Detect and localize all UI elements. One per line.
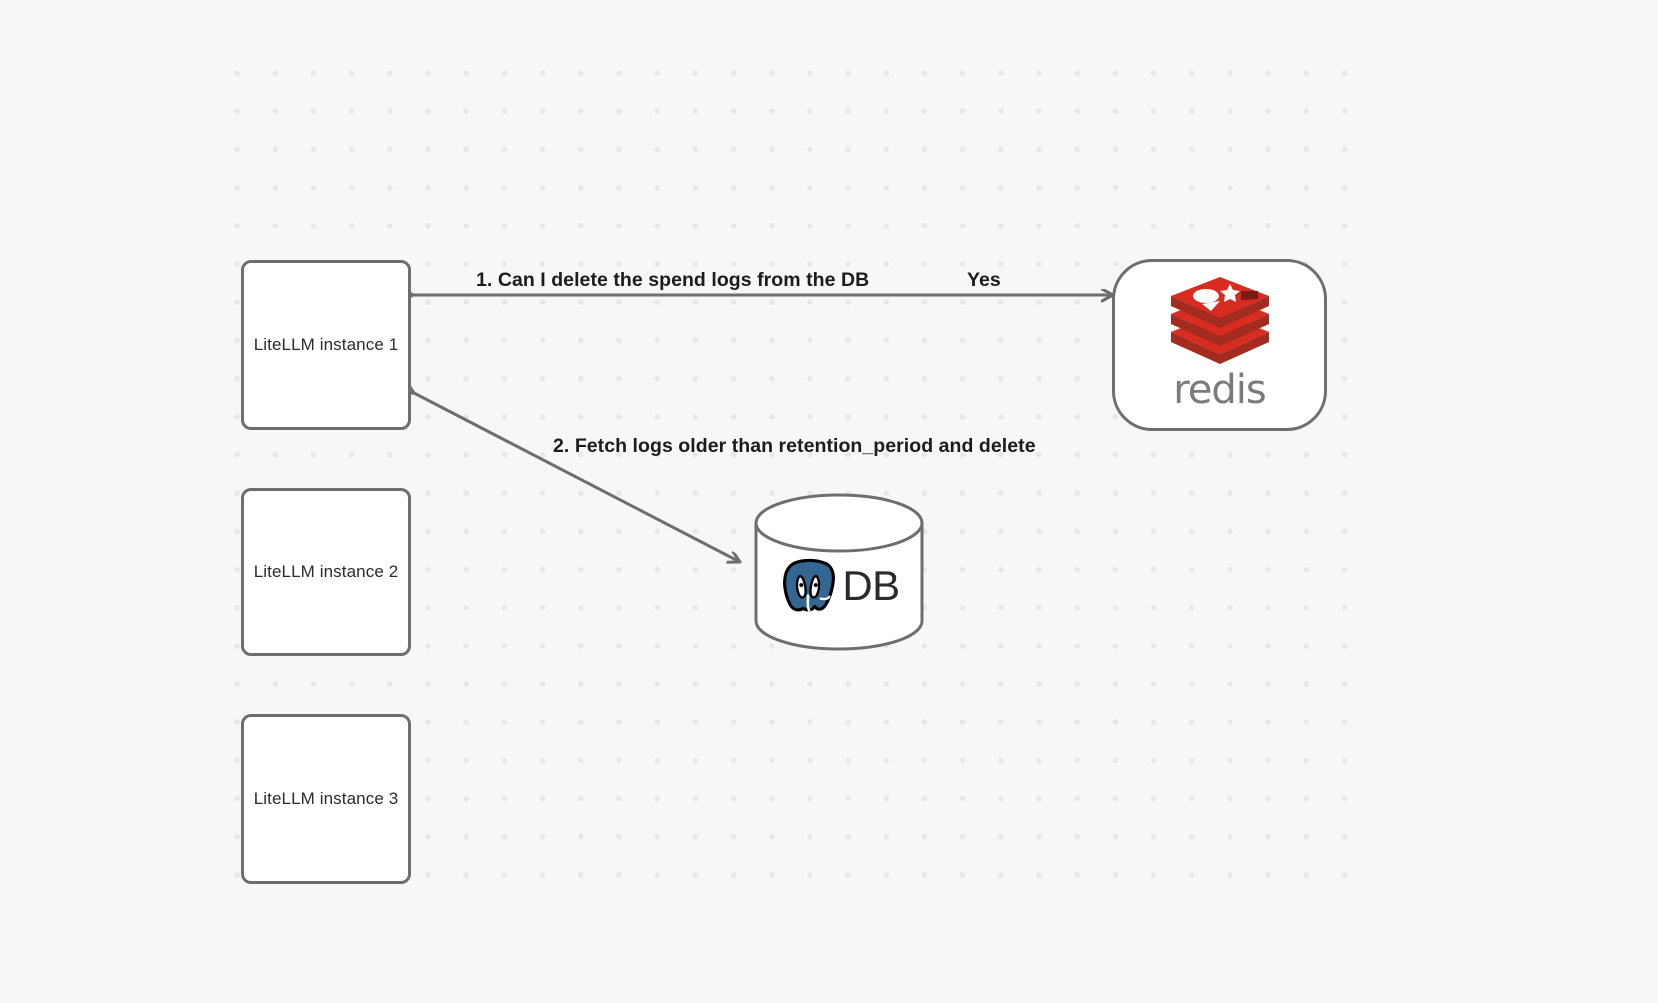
postgresql-elephant-icon [783,558,836,612]
edge-label-1: 1. Can I delete the spend logs from the … [476,269,870,291]
node-litellm-instance-2-label: LiteLLM instance 2 [253,562,399,581]
node-litellm-instance-1-label: LiteLLM instance 1 [253,335,399,354]
node-database[interactable]: DB [753,492,925,652]
database-label: DB [842,562,900,609]
node-litellm-instance-3-label: LiteLLM instance 3 [253,789,399,808]
edge-line-instance1-database [414,393,740,562]
edge-label-2: 2. Fetch logs older than retention_perio… [553,435,1036,457]
node-redis[interactable]: redis [1112,259,1327,431]
cylinder-shape [754,493,924,651]
edge-instance1-database [414,393,740,562]
edge-label-1-response: Yes [967,269,1001,291]
node-litellm-instance-1[interactable]: LiteLLM instance 1 [241,260,411,430]
node-litellm-instance-3[interactable]: LiteLLM instance 3 [241,714,411,884]
node-litellm-instance-2[interactable]: LiteLLM instance 2 [241,488,411,656]
redis-wordmark: redis [1173,367,1267,413]
redis-logo [1170,277,1269,364]
